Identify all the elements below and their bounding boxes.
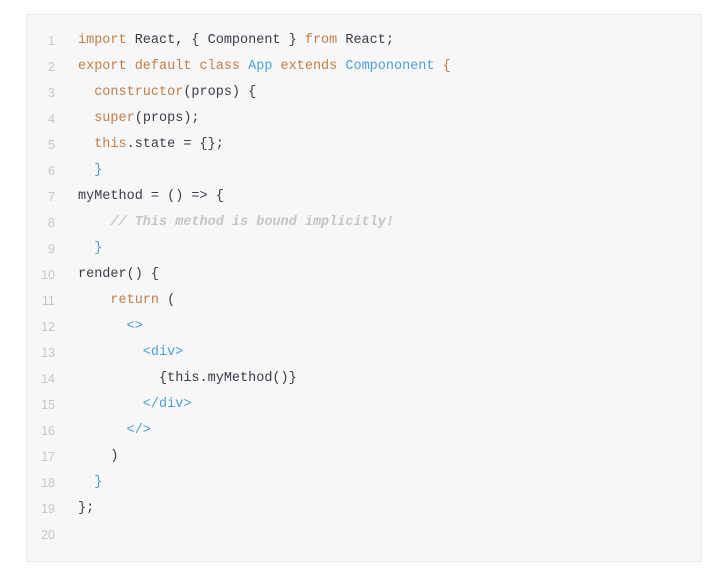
code-type: </> [78, 423, 151, 438]
code-line: 14 {this.myMethod()} [27, 366, 701, 392]
line-number: 5 [48, 138, 55, 152]
code-line: 12 <> [27, 314, 701, 340]
line-code: return ( [78, 288, 175, 314]
line-number: 18 [41, 476, 55, 490]
code-line: 4 super(props); [27, 106, 701, 132]
code-type: App [248, 59, 273, 74]
code-line: 16 </> [27, 418, 701, 444]
line-code: } [78, 470, 102, 496]
code-text: myMethod = () => { [78, 189, 224, 204]
code-keyword: constructor [94, 85, 184, 100]
code-block: 1 import React, { Component } from React;… [26, 14, 702, 562]
code-text: render() { [78, 267, 160, 282]
code-keyword: super [94, 111, 135, 126]
code-line: 13 <div> [27, 340, 701, 366]
code-text: (props) { [183, 85, 257, 100]
line-number: 19 [41, 502, 55, 516]
line-code: myMethod = () => { [78, 184, 224, 210]
line-code: <div> [78, 340, 184, 366]
code-line: 17 ) [27, 444, 701, 470]
line-code: this.state = {}; [78, 132, 224, 158]
line-code: } [78, 236, 102, 262]
code-type: <> [78, 319, 143, 334]
line-number: 20 [41, 528, 55, 542]
line-code: export default class App extends Compono… [78, 54, 451, 80]
code-keyword: { [434, 59, 451, 74]
line-number: 12 [41, 320, 55, 334]
code-line: 3 constructor(props) { [27, 80, 701, 106]
line-code: <> [78, 314, 143, 340]
line-number: 15 [41, 398, 55, 412]
code-line: 11 return ( [27, 288, 701, 314]
code-type: } [78, 163, 103, 178]
code-keyword: import [78, 33, 127, 48]
code-line: 10 render() { [27, 262, 701, 288]
line-number: 17 [41, 450, 55, 464]
line-code: constructor(props) { [78, 80, 256, 106]
line-code: // This method is bound implicitly! [78, 210, 394, 236]
line-number: 14 [41, 372, 55, 386]
code-text: React; [337, 33, 394, 48]
line-code: </div> [78, 392, 192, 418]
line-number: 6 [48, 164, 55, 178]
line-number: 2 [48, 60, 55, 74]
code-type: <div> [78, 345, 184, 360]
code-type: Compononent [345, 59, 435, 74]
code-keyword: this [94, 137, 127, 152]
line-number: 16 [41, 424, 55, 438]
code-text: (props); [134, 111, 200, 126]
code-line: 9 } [27, 236, 701, 262]
code-text [78, 85, 94, 100]
code-line: 6 } [27, 158, 701, 184]
code-type: } [78, 241, 103, 256]
line-code: super(props); [78, 106, 200, 132]
code-text [78, 137, 94, 152]
code-type: </div> [78, 397, 192, 412]
line-number: 11 [42, 294, 55, 308]
code-text: React, { Component } [126, 33, 305, 48]
code-line: 8 // This method is bound implicitly! [27, 210, 701, 236]
code-text: {this.myMethod()} [78, 371, 297, 386]
line-code: {this.myMethod()} [78, 366, 297, 392]
line-number: 1 [48, 34, 55, 48]
code-type: } [78, 475, 103, 490]
code-text: .state = {}; [126, 137, 224, 152]
code-text [78, 111, 94, 126]
code-line: 19}; [27, 496, 701, 522]
line-code: ) [78, 444, 119, 470]
code-line: 15 </div> [27, 392, 701, 418]
code-line: 20 [27, 522, 701, 548]
code-line: 2 export default class App extends Compon… [27, 54, 701, 80]
line-code: render() { [78, 262, 159, 288]
line-number: 13 [41, 346, 55, 360]
code-line: 7 myMethod = () => { [27, 184, 701, 210]
line-number: 9 [48, 242, 55, 256]
line-number: 8 [48, 216, 55, 230]
code-text [78, 293, 110, 308]
line-code: import React, { Component } from React; [78, 28, 394, 54]
code-keyword: export default class [78, 59, 249, 74]
line-code: }; [78, 496, 94, 522]
line-number: 7 [48, 190, 55, 204]
code-text: ) [78, 449, 119, 464]
line-number: 3 [48, 86, 55, 100]
code-line: 5 this.state = {}; [27, 132, 701, 158]
line-number: 10 [41, 268, 55, 282]
line-code: </> [78, 418, 151, 444]
code-line: 1 import React, { Component } from React; [27, 28, 701, 54]
code-line: 18 } [27, 470, 701, 496]
code-comment: // This method is bound implicitly! [110, 215, 394, 230]
code-text: ( [159, 293, 176, 308]
line-number: 4 [48, 112, 55, 126]
code-text [78, 215, 110, 230]
code-keyword: from [304, 33, 338, 48]
code-keyword: extends [272, 59, 346, 74]
line-code: } [78, 158, 102, 184]
code-keyword: return [110, 293, 160, 308]
code-text: }; [78, 501, 95, 516]
